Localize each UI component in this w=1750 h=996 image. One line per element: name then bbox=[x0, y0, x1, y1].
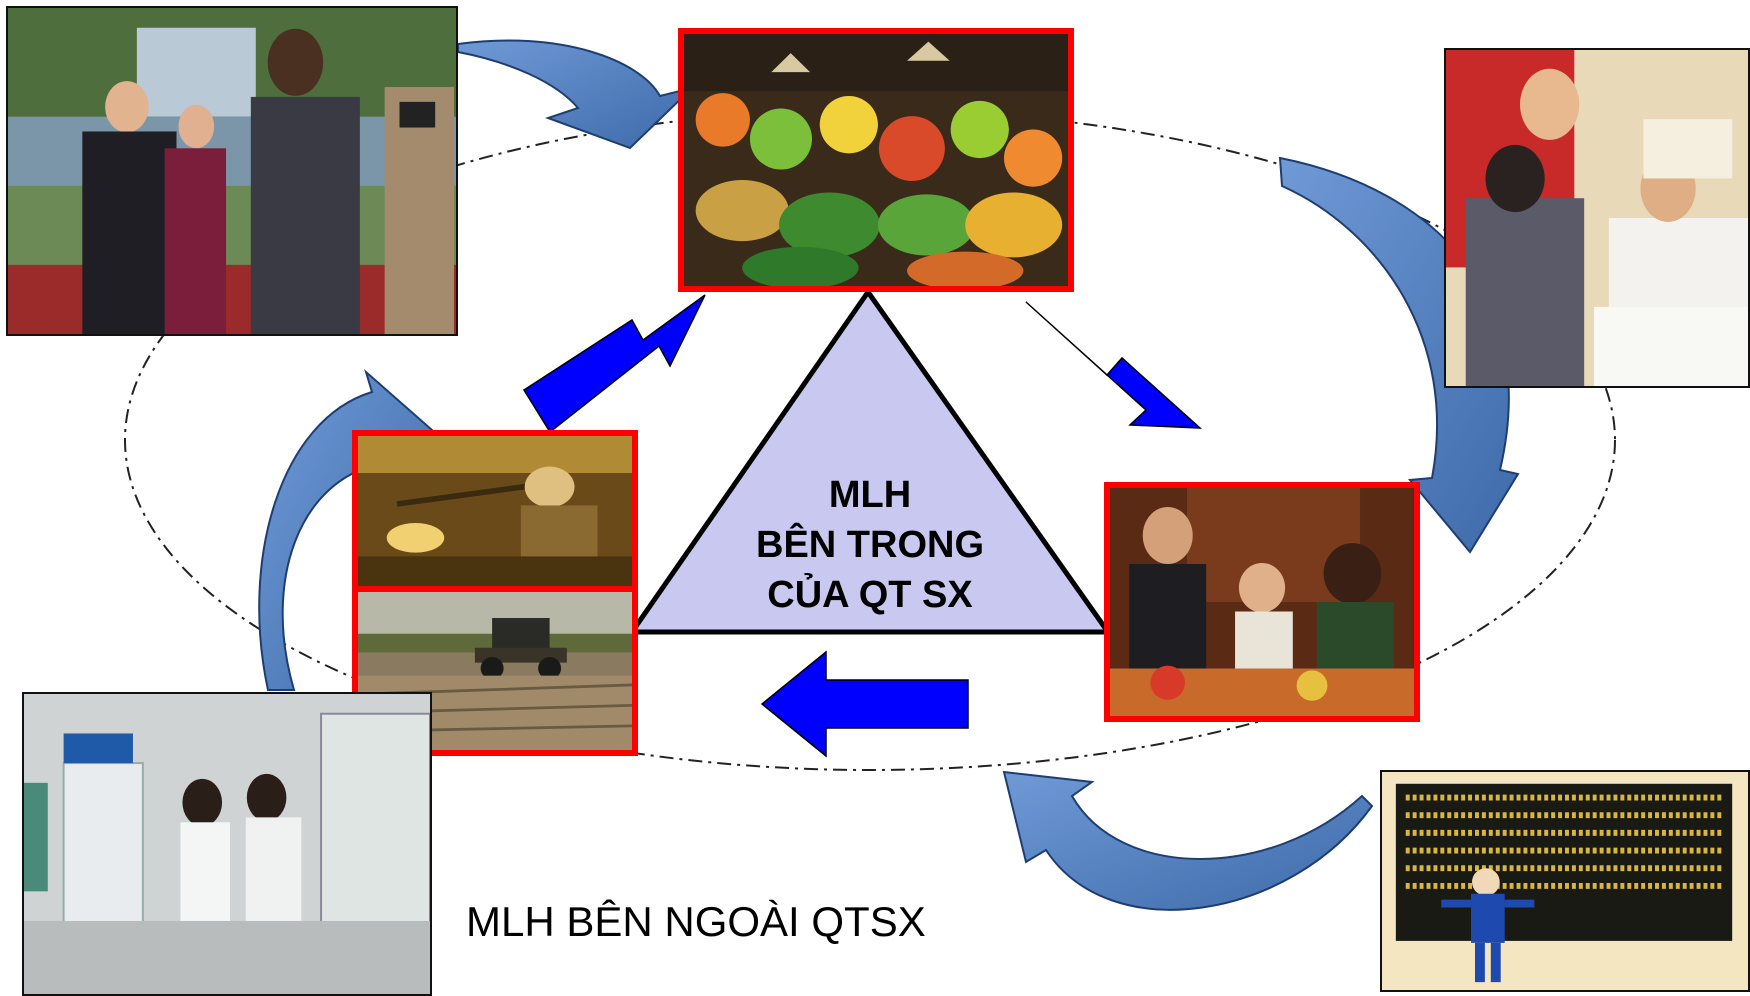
photo-market-exchange bbox=[678, 28, 1074, 292]
center-triangle bbox=[627, 287, 1113, 635]
photo-factory-production bbox=[352, 430, 638, 592]
inner-label-line3: CỦA QT SX bbox=[767, 574, 973, 616]
photo-diplomacy bbox=[6, 6, 458, 336]
arrow-exchange-to-consumption bbox=[1025, 301, 1203, 429]
arrow-consumption-to-production bbox=[760, 650, 969, 758]
curved-arrow-bottom-right bbox=[1002, 770, 1374, 911]
inner-relationship-label: MLH BÊN TRONG CỦA QT SX bbox=[700, 470, 1040, 620]
arrow-production-to-exchange bbox=[522, 294, 706, 434]
photo-services bbox=[1444, 48, 1750, 388]
photo-chalkboard-science bbox=[1380, 770, 1750, 992]
curved-arrow-top-left bbox=[457, 39, 696, 150]
photo-laboratory bbox=[22, 692, 432, 996]
inner-label-line2: BÊN TRONG bbox=[756, 524, 984, 566]
outer-relationship-label: MLH BÊN NGOÀI QTSX bbox=[466, 898, 926, 945]
outer-dashed-ellipse bbox=[124, 109, 1616, 771]
photo-family-consumption bbox=[1104, 482, 1420, 722]
inner-label-line1: MLH bbox=[828, 474, 912, 516]
